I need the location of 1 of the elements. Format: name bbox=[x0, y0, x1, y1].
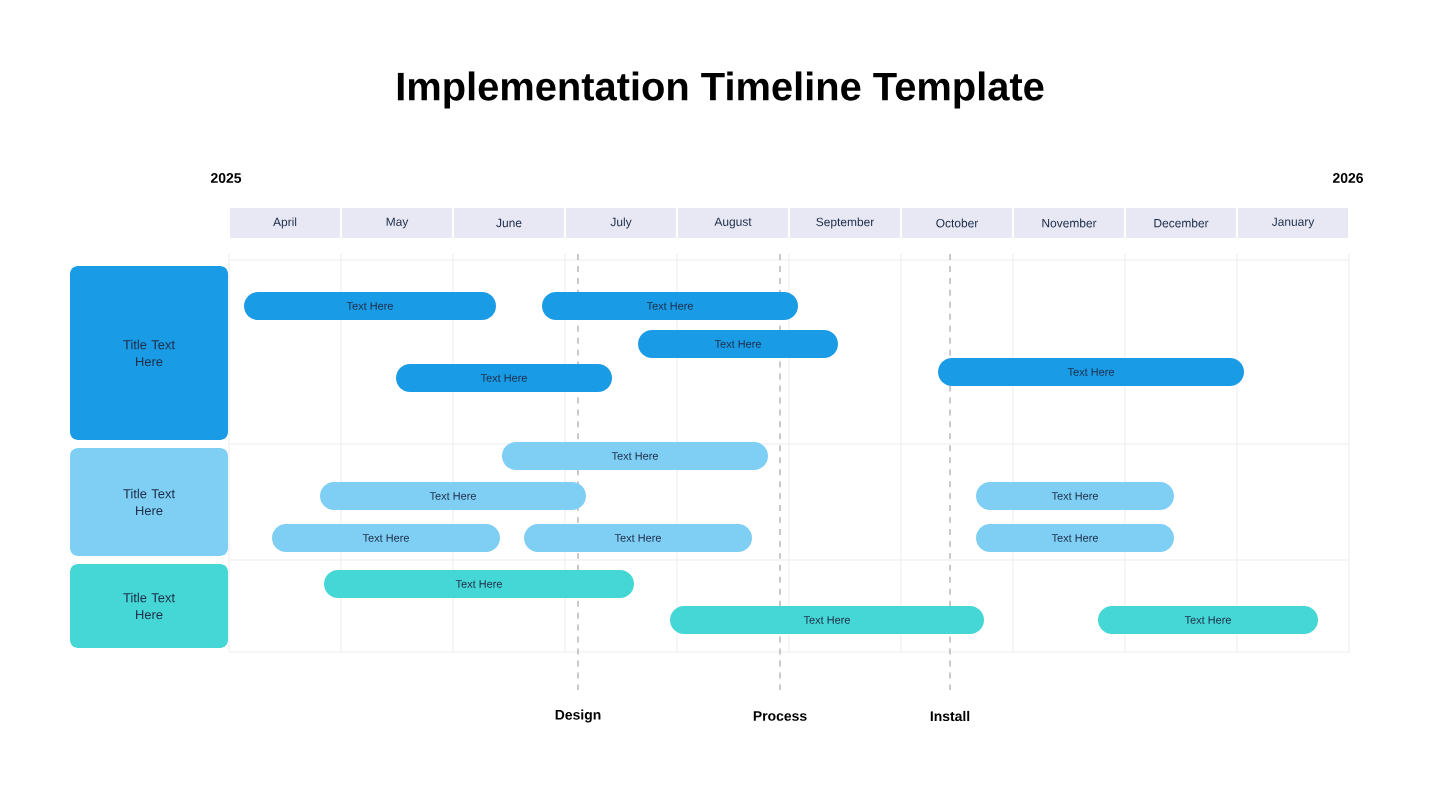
title: Implementation Timeline Template bbox=[397, 71, 1044, 109]
